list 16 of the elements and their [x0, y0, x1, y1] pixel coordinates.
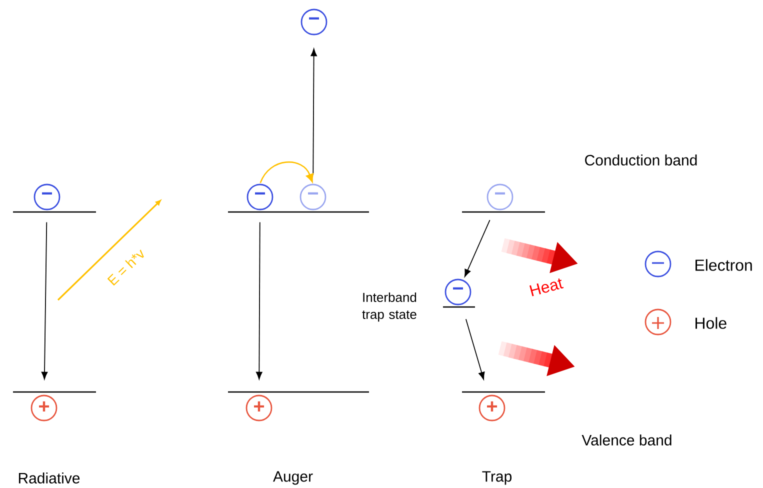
- arrow: [41, 222, 48, 380]
- mechanism-label: Auger: [273, 471, 313, 485]
- arrow: [465, 318, 485, 380]
- legend-label: Hole: [696, 317, 726, 329]
- band-label: Conduction band: [585, 154, 697, 166]
- legend-label: Electron: [696, 259, 752, 271]
- mechanism-label: Trap: [482, 471, 512, 485]
- heat-label: Heat: [530, 278, 564, 296]
- band-label: Valence band: [582, 434, 672, 446]
- arrow: [464, 220, 490, 277]
- state-label: Interband trap state: [362, 292, 416, 322]
- mechanism-label: Radiative: [18, 472, 80, 484]
- arrow: [310, 48, 317, 176]
- formula-label: E = h*v: [107, 250, 144, 286]
- arrow: [256, 222, 262, 380]
- arrow: [260, 162, 314, 184]
